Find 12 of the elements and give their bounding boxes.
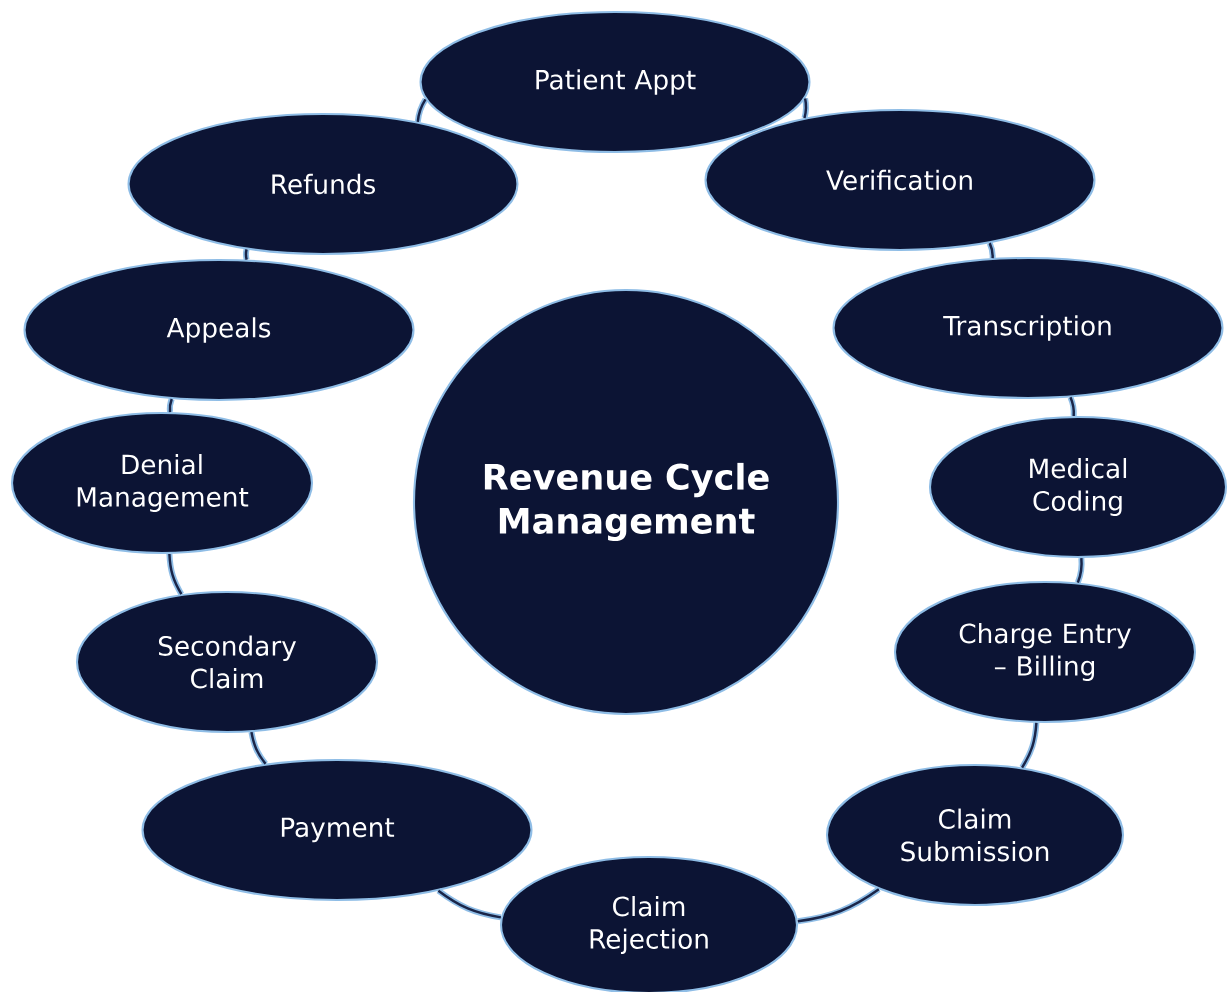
ring-connector: [986, 241, 996, 259]
ring-connector: [166, 553, 184, 596]
ring-connector: [414, 97, 428, 123]
ring-connector: [1067, 396, 1077, 417]
ring-connector: [242, 248, 250, 261]
ring-connector: [1075, 557, 1085, 584]
ring-connector: [801, 98, 810, 119]
ring-connector: [166, 397, 175, 413]
ring-connector: [1019, 722, 1040, 770]
ring-connector: [797, 886, 881, 925]
ring-connector: [248, 731, 268, 766]
ring-connector: [436, 888, 502, 921]
